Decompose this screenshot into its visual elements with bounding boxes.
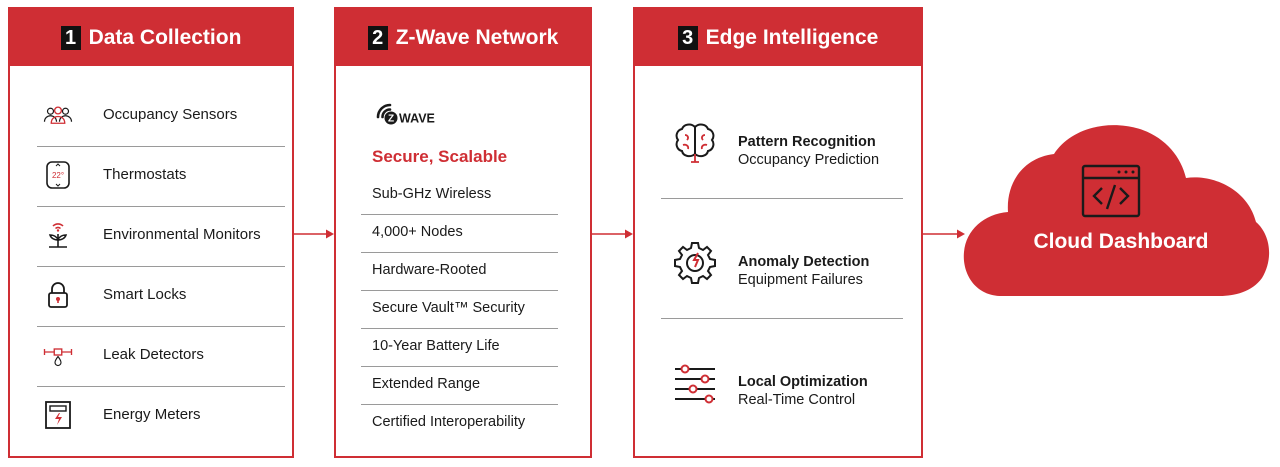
edge-block-local-optimization: Local Optimization Real-Time Control (661, 319, 903, 439)
edge-block-anomaly-detection: Anomaly Detection Equipment Failures (661, 199, 903, 319)
step-number: 2 (367, 25, 388, 50)
edge-block-title: Local Optimization (738, 374, 868, 390)
device-label: Occupancy Sensors (103, 106, 238, 123)
list-item: Secure Vault™ Security (361, 291, 558, 329)
device-label: Energy Meters (103, 406, 201, 423)
code-window-icon (1081, 164, 1141, 218)
step-number: 1 (60, 25, 81, 50)
list-item: Environmental Monitors (37, 207, 285, 267)
thermostat-icon: 22° (46, 161, 70, 189)
step-number: 3 (677, 25, 698, 50)
data-collection-panel: 1 Data Collection Occupancy Sensors 22° (8, 7, 294, 458)
edge-block-subtitle: Occupancy Prediction (738, 152, 880, 168)
panel-title: Data Collection (88, 25, 242, 49)
feature-list: Sub-GHz Wireless 4,000+ Nodes Hardware-R… (361, 177, 558, 443)
panel-header: 1 Data Collection (10, 9, 292, 66)
list-item: Sub-GHz Wireless (361, 177, 558, 215)
cloud-dashboard-label: Cloud Dashboard (1033, 230, 1209, 253)
edge-block-title: Anomaly Detection (738, 254, 870, 270)
edge-block-subtitle: Equipment Failures (738, 272, 863, 288)
zwave-network-panel: 2 Z-Wave Network Z WAVE Secure, Scalable… (334, 7, 592, 458)
device-list: Occupancy Sensors 22° Thermostats En (37, 87, 285, 447)
edge-intelligence-panel: 3 Edge Intelligence Pattern Recognition … (633, 7, 923, 458)
sliders-icon (675, 364, 715, 404)
flow-arrow (294, 229, 334, 239)
list-item: Energy Meters (37, 387, 285, 447)
list-item: 22° Thermostats (37, 147, 285, 207)
list-item: Hardware-Rooted (361, 253, 558, 291)
list-item: Leak Detectors (37, 327, 285, 387)
list-item: Extended Range (361, 367, 558, 405)
list-item: 4,000+ Nodes (361, 215, 558, 253)
gear-icon (674, 242, 716, 284)
zwave-logo: Z WAVE (376, 103, 435, 126)
pipe-leak-icon (43, 348, 73, 366)
device-label: Smart Locks (103, 286, 187, 303)
lock-icon (48, 282, 68, 308)
device-label: Thermostats (103, 166, 187, 183)
people-icon (43, 106, 73, 124)
panel-header: 3 Edge Intelligence (635, 9, 921, 66)
flow-arrow (592, 229, 633, 239)
edge-block-title: Pattern Recognition (738, 134, 876, 150)
edge-block-subtitle: Real-Time Control (738, 392, 856, 408)
panel-title: Edge Intelligence (705, 25, 879, 49)
brain-icon (675, 123, 715, 163)
cloud-shape (963, 125, 1270, 296)
zwave-logo-text: WAVE (399, 112, 435, 126)
plant-monitor-icon (48, 223, 68, 248)
energy-meter-icon (45, 401, 71, 429)
flow-arrow (923, 229, 965, 239)
panel-header: 2 Z-Wave Network (336, 9, 590, 66)
device-label: Leak Detectors (103, 346, 204, 363)
edge-block-pattern-recognition: Pattern Recognition Occupancy Prediction (661, 79, 903, 199)
list-item: Occupancy Sensors (37, 87, 285, 147)
list-item: Certified Interoperability (372, 414, 526, 430)
list-item: Smart Locks (37, 267, 285, 327)
panel-title: Z-Wave Network (395, 25, 559, 49)
zwave-subtitle: Secure, Scalable (372, 147, 508, 166)
zwave-logo-letter: Z (388, 114, 394, 125)
thermostat-reading: 22° (52, 171, 64, 180)
device-label: Environmental Monitors (103, 226, 261, 243)
list-item: 10-Year Battery Life (361, 329, 558, 367)
